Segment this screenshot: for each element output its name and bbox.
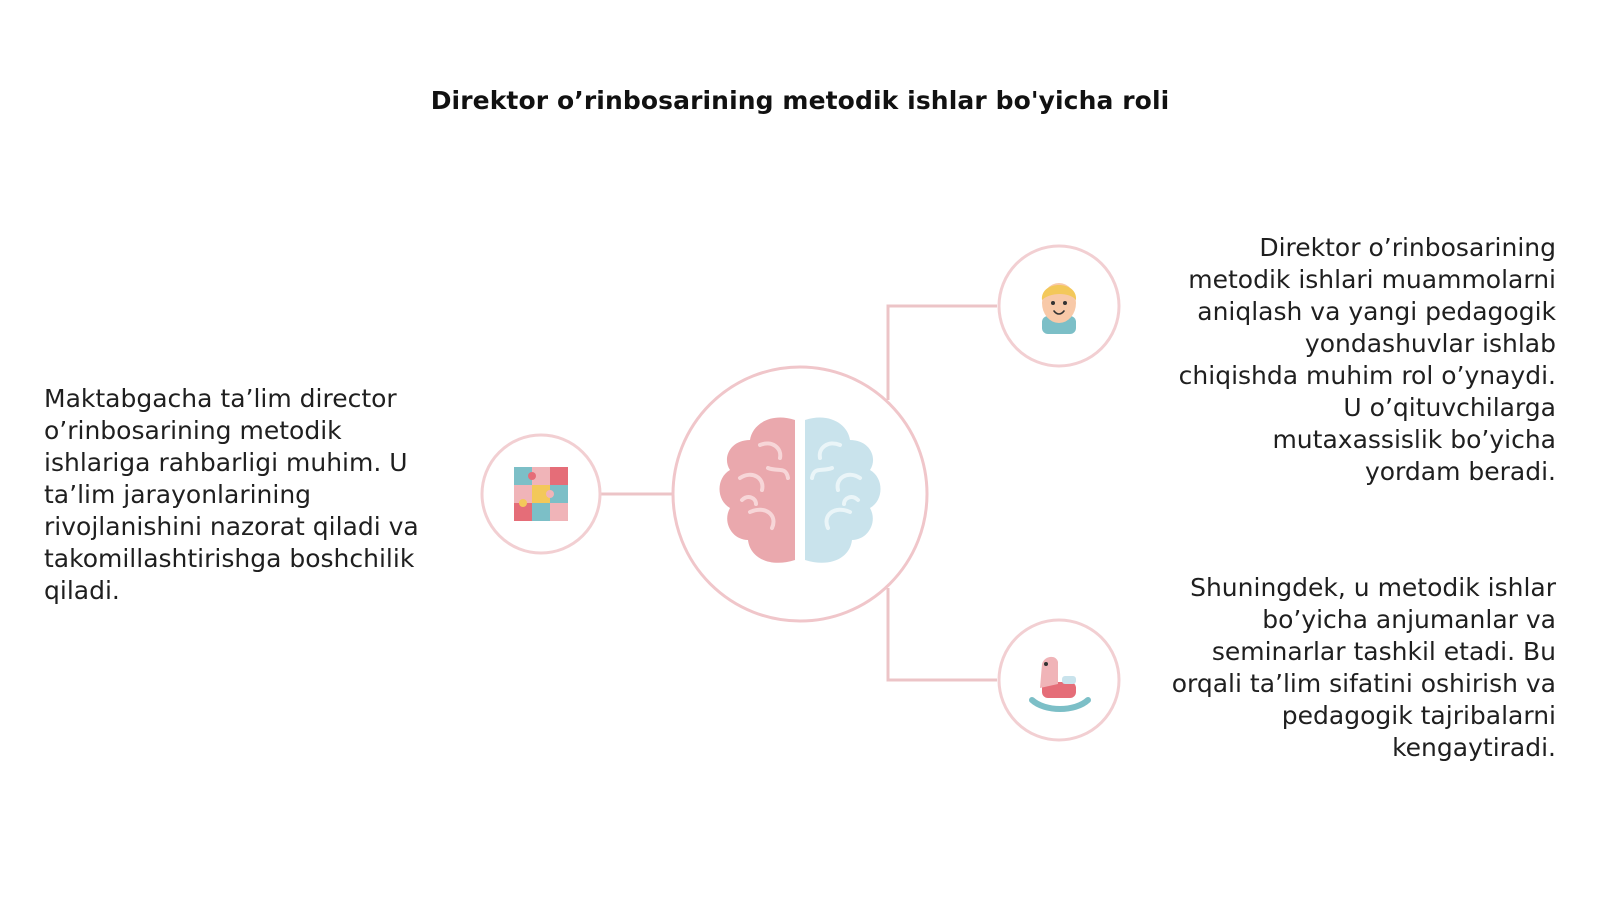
child-face-icon xyxy=(1041,283,1077,334)
rocking-horse-icon xyxy=(1029,656,1091,712)
left-description: Maktabgacha ta’lim director o’rinbosarin… xyxy=(44,384,419,605)
puzzle-icon xyxy=(514,467,568,521)
right-top-description: Direktor o’rinbosarining metodik ishlari… xyxy=(1178,233,1556,486)
connector-right-bottom xyxy=(886,588,997,682)
left-node xyxy=(480,433,602,555)
brain-icon xyxy=(719,417,881,563)
center-node xyxy=(671,365,929,623)
page-title: Direktor o’rinbosarining metodik ishlar … xyxy=(430,86,1170,115)
right-bottom-description: Shuningdek, u metodik ishlar bo’yicha an… xyxy=(1171,573,1556,762)
right-top-node xyxy=(997,244,1121,368)
connector-right-top xyxy=(886,304,997,400)
right-bottom-node xyxy=(997,618,1121,742)
connectors xyxy=(600,304,997,682)
